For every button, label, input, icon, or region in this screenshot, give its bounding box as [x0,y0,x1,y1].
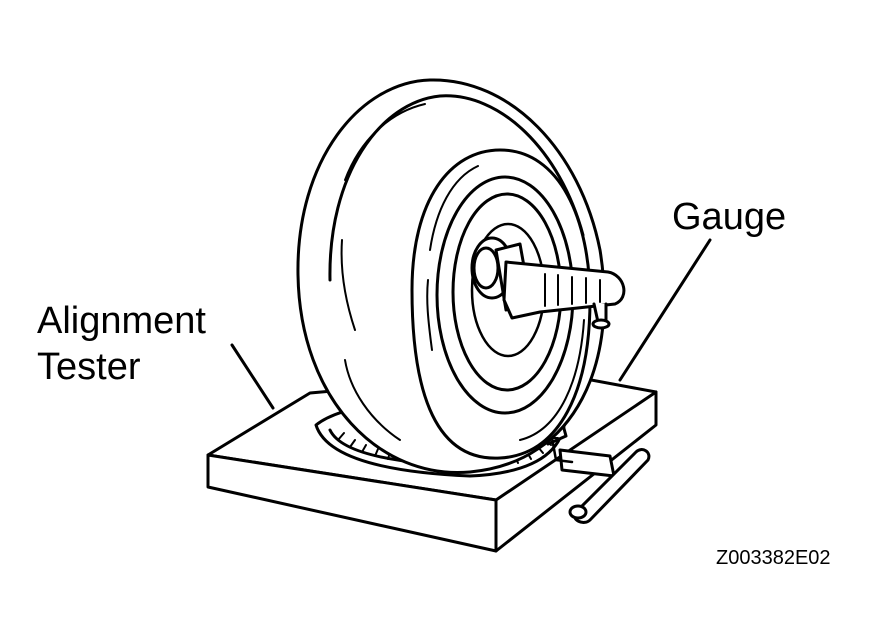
tester-leader-line [230,343,275,410]
gauge-label: Gauge [672,196,787,238]
lock-lever [550,436,651,524]
alignment-tester-label-line1: Alignment [37,300,206,342]
leader-lines [230,238,712,410]
gauge-arm [502,260,626,330]
alignment-tester-label: Alignment Tester [37,298,206,390]
figure-code: Z003382E02 [716,547,831,569]
alignment-tester-label-line2: Tester [37,346,141,388]
gauge-leader-line [618,238,712,382]
